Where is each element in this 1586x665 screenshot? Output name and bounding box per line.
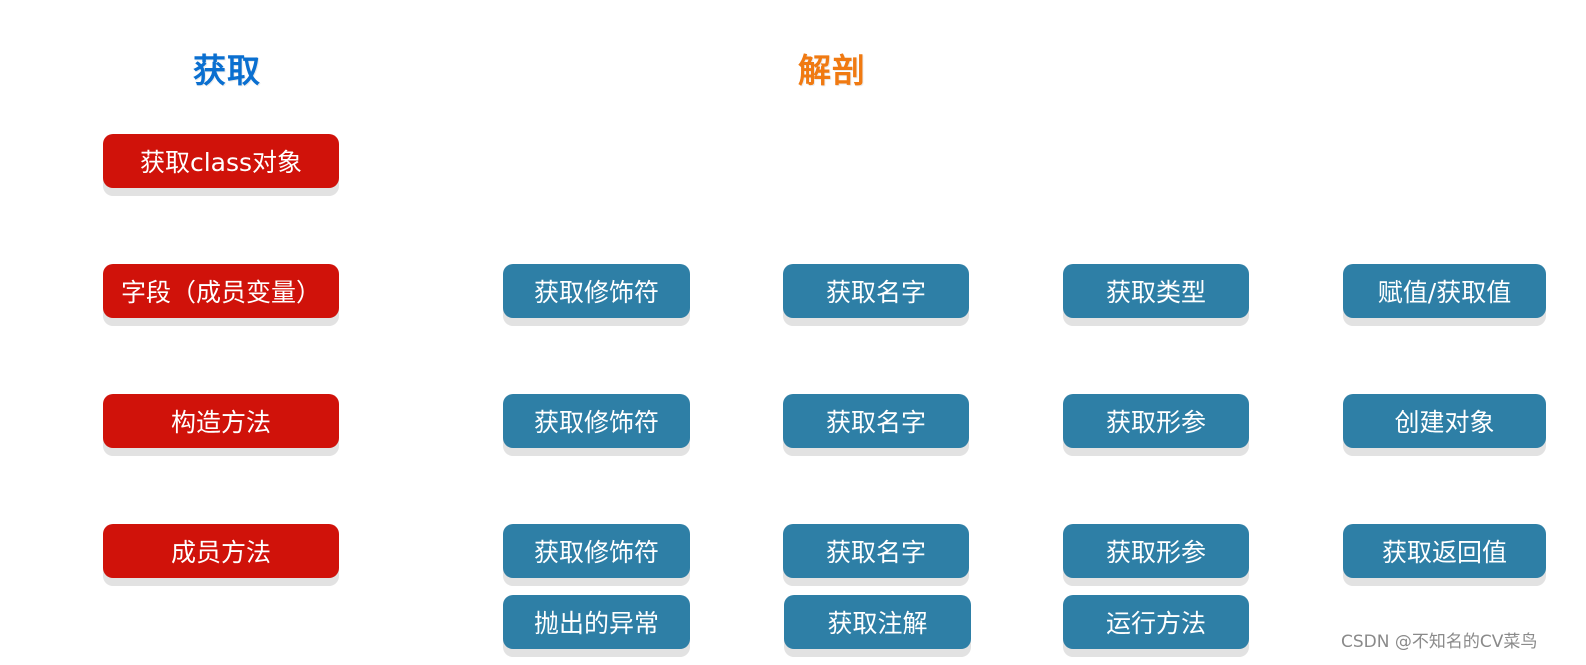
method-get-modifiers-box: 获取修饰符 (503, 524, 690, 578)
watermark: CSDN @不知名的CV菜鸟 (1341, 632, 1538, 652)
get-heading: 获取 (193, 51, 261, 90)
constructor-get-modifiers-box: 获取修饰符 (503, 394, 690, 448)
constructor-get-name-box: 获取名字 (783, 394, 969, 448)
method-get-annotations-box: 获取注解 (784, 595, 971, 649)
method-get-params-box: 获取形参 (1063, 524, 1249, 578)
field-get-modifiers-box: 获取修饰符 (503, 264, 690, 318)
field-get-name-box: 获取名字 (783, 264, 969, 318)
constructor-create-object-box: 创建对象 (1343, 394, 1546, 448)
get-class-object-box: 获取class对象 (103, 134, 339, 188)
method-box: 成员方法 (103, 524, 339, 578)
field-get-type-box: 获取类型 (1063, 264, 1249, 318)
field-box: 字段（成员变量） (103, 264, 339, 318)
dissect-heading: 解剖 (798, 51, 866, 90)
method-thrown-exceptions-box: 抛出的异常 (503, 595, 690, 649)
constructor-get-params-box: 获取形参 (1063, 394, 1249, 448)
method-invoke-box: 运行方法 (1063, 595, 1249, 649)
method-get-name-box: 获取名字 (783, 524, 969, 578)
method-get-return-value-box: 获取返回值 (1343, 524, 1546, 578)
field-set-get-value-box: 赋值/获取值 (1343, 264, 1546, 318)
constructor-box: 构造方法 (103, 394, 339, 448)
